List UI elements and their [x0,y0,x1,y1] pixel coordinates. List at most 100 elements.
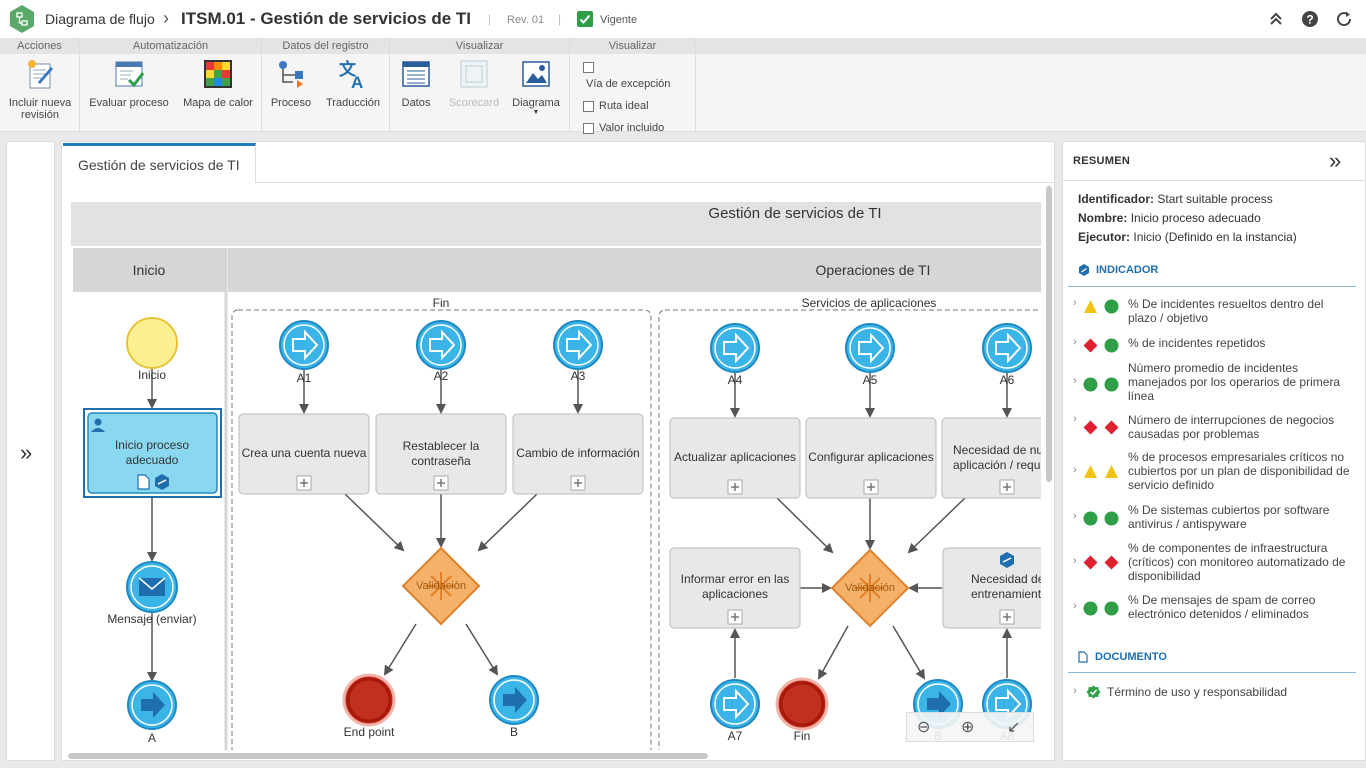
task-change-info[interactable] [512,413,644,495]
red-diamond-icon [1083,420,1098,435]
end-event-fin[interactable] [775,677,829,731]
document-icon [1078,651,1088,663]
link-event-label: A1 [297,371,312,385]
expand-subprocess-icon[interactable] [433,475,449,491]
warning-triangle-icon [1105,465,1118,478]
ideal-path-label: Ruta ideal [599,100,649,112]
bpmn-diagram[interactable]: Gestión de servicios de TI Inicio Operac… [69,202,1041,750]
link-event-a4[interactable] [710,323,760,373]
expand-subprocess-icon[interactable] [296,475,312,491]
task-create-account[interactable] [238,413,370,495]
task-new-application-need[interactable] [941,417,1041,499]
checkbox-box[interactable] [583,62,594,73]
process-label: Proceso [270,97,312,109]
status-check-icon [577,11,593,27]
link-event-a[interactable] [127,680,177,730]
link-event-a5[interactable] [845,323,895,373]
indicator-section-header[interactable]: INDICADOR [1078,264,1158,276]
chevron-right-icon[interactable]: › [1073,685,1077,697]
chevron-right-icon[interactable]: › [1073,555,1077,567]
end-event-end-point[interactable] [342,673,396,727]
link-event-label: A4 [728,373,743,387]
diagram-label: Diagrama [512,97,560,109]
collapse-right-icon[interactable]: » [1329,148,1342,173]
chevron-right-icon[interactable]: › [1073,375,1077,387]
link-event-a6[interactable] [982,323,1032,373]
task-training-need[interactable] [942,547,1041,629]
chevron-right-icon[interactable]: › [1073,336,1077,348]
new-revision-button[interactable]: Incluir nueva revisión [4,58,76,121]
diagram-canvas[interactable]: Gestión de servicios de TI Inicio Operac… [69,202,1041,750]
task-label: Informar error en las [681,572,790,586]
data-button[interactable]: Datos [396,58,436,109]
flowchart-app-icon [10,5,34,33]
message-event-label: Mensaje (enviar) [107,612,196,626]
expand-right-icon[interactable]: » [20,440,33,465]
scorecard-button[interactable]: Scorecard [446,58,502,109]
document-section-header[interactable]: DOCUMENTO [1078,651,1167,663]
task-report-app-error[interactable] [669,547,801,629]
exception-path-checkbox[interactable] [583,62,599,73]
zoom-in-icon[interactable]: ⊕ [961,719,975,736]
heatmap-button[interactable]: Mapa de calor [180,58,256,109]
task-update-applications[interactable] [669,417,801,499]
lane-title-ops: Operaciones de TI [816,262,931,278]
app-name[interactable]: Diagrama de flujo [45,11,155,27]
link-event-a7[interactable] [710,679,760,729]
indicator-icon [155,474,169,490]
task-start-process[interactable] [87,412,218,494]
expand-subprocess-icon[interactable] [727,479,743,495]
vertical-scrollbar[interactable] [1046,186,1052,482]
expand-subprocess-icon[interactable] [727,609,743,625]
title-separator: | [488,12,492,26]
title-bar: Diagrama de flujo › ITSM.01 - Gestión de… [0,0,1366,38]
chevron-right-icon[interactable]: › [1073,297,1077,309]
start-event[interactable] [126,317,178,369]
diagram-image-icon [522,61,550,87]
task-label: Crea una cuenta nueva [242,446,367,460]
green-circle-icon [1104,299,1119,314]
process-button[interactable]: Proceso [268,58,314,109]
chevron-right-icon[interactable]: › [1073,464,1077,476]
refresh-icon[interactable] [1335,10,1353,28]
help-icon[interactable]: ? [1301,10,1319,28]
expand-subprocess-icon[interactable] [863,479,879,495]
revision-label: Rev. 01 [507,14,545,26]
link-event-a3[interactable] [553,320,603,370]
expand-subprocess-icon[interactable] [999,609,1015,625]
message-send-event[interactable] [126,561,178,613]
ribbon-group-record-data: Datos del registro [262,38,390,132]
zoom-out-icon[interactable]: ⊖ [917,719,931,736]
ribbon-toolbar: Acciones Automatización Datos del regist… [0,38,1366,134]
start-event-label: Inicio [138,368,166,382]
translation-button[interactable]: 文 A Traducción [322,58,384,109]
ribbon-empty-area [696,38,1366,132]
link-event-a1[interactable] [279,320,329,370]
value-included-checkbox[interactable]: Valor incluido [583,122,664,134]
link-event-label: A7 [728,729,743,743]
evaluate-process-button[interactable]: Evaluar proceso [86,58,172,109]
expand-subprocess-icon[interactable] [999,479,1015,495]
task-reset-password[interactable] [375,413,507,495]
collapse-up-icon[interactable] [1267,10,1285,28]
horizontal-scrollbar[interactable] [68,753,708,759]
link-event-b[interactable] [489,675,539,725]
chevron-right-icon[interactable]: › [1073,510,1077,522]
task-configure-applications[interactable] [805,417,937,499]
fit-screen-icon[interactable]: ↙ [1007,719,1021,736]
link-event-label: A6 [1000,373,1015,387]
pool-header [71,202,1041,246]
diagram-button[interactable]: Diagrama ▼ [508,58,564,117]
heatmap-icon [204,60,232,88]
tab-process[interactable]: Gestión de servicios de TI [63,143,256,183]
ideal-path-checkbox[interactable]: Ruta ideal [583,100,649,112]
checkbox-box[interactable] [583,122,594,134]
chevron-right-icon[interactable]: › [1073,600,1077,612]
chevron-right-icon[interactable]: › [1073,413,1077,425]
expand-subprocess-icon[interactable] [570,475,586,491]
left-collapse-panel[interactable]: » [6,141,55,761]
value-included-label: Valor incluido [599,122,665,134]
checkbox-box[interactable] [583,100,594,112]
link-event-a2[interactable] [416,320,466,370]
scorecard-label: Scorecard [448,97,500,109]
